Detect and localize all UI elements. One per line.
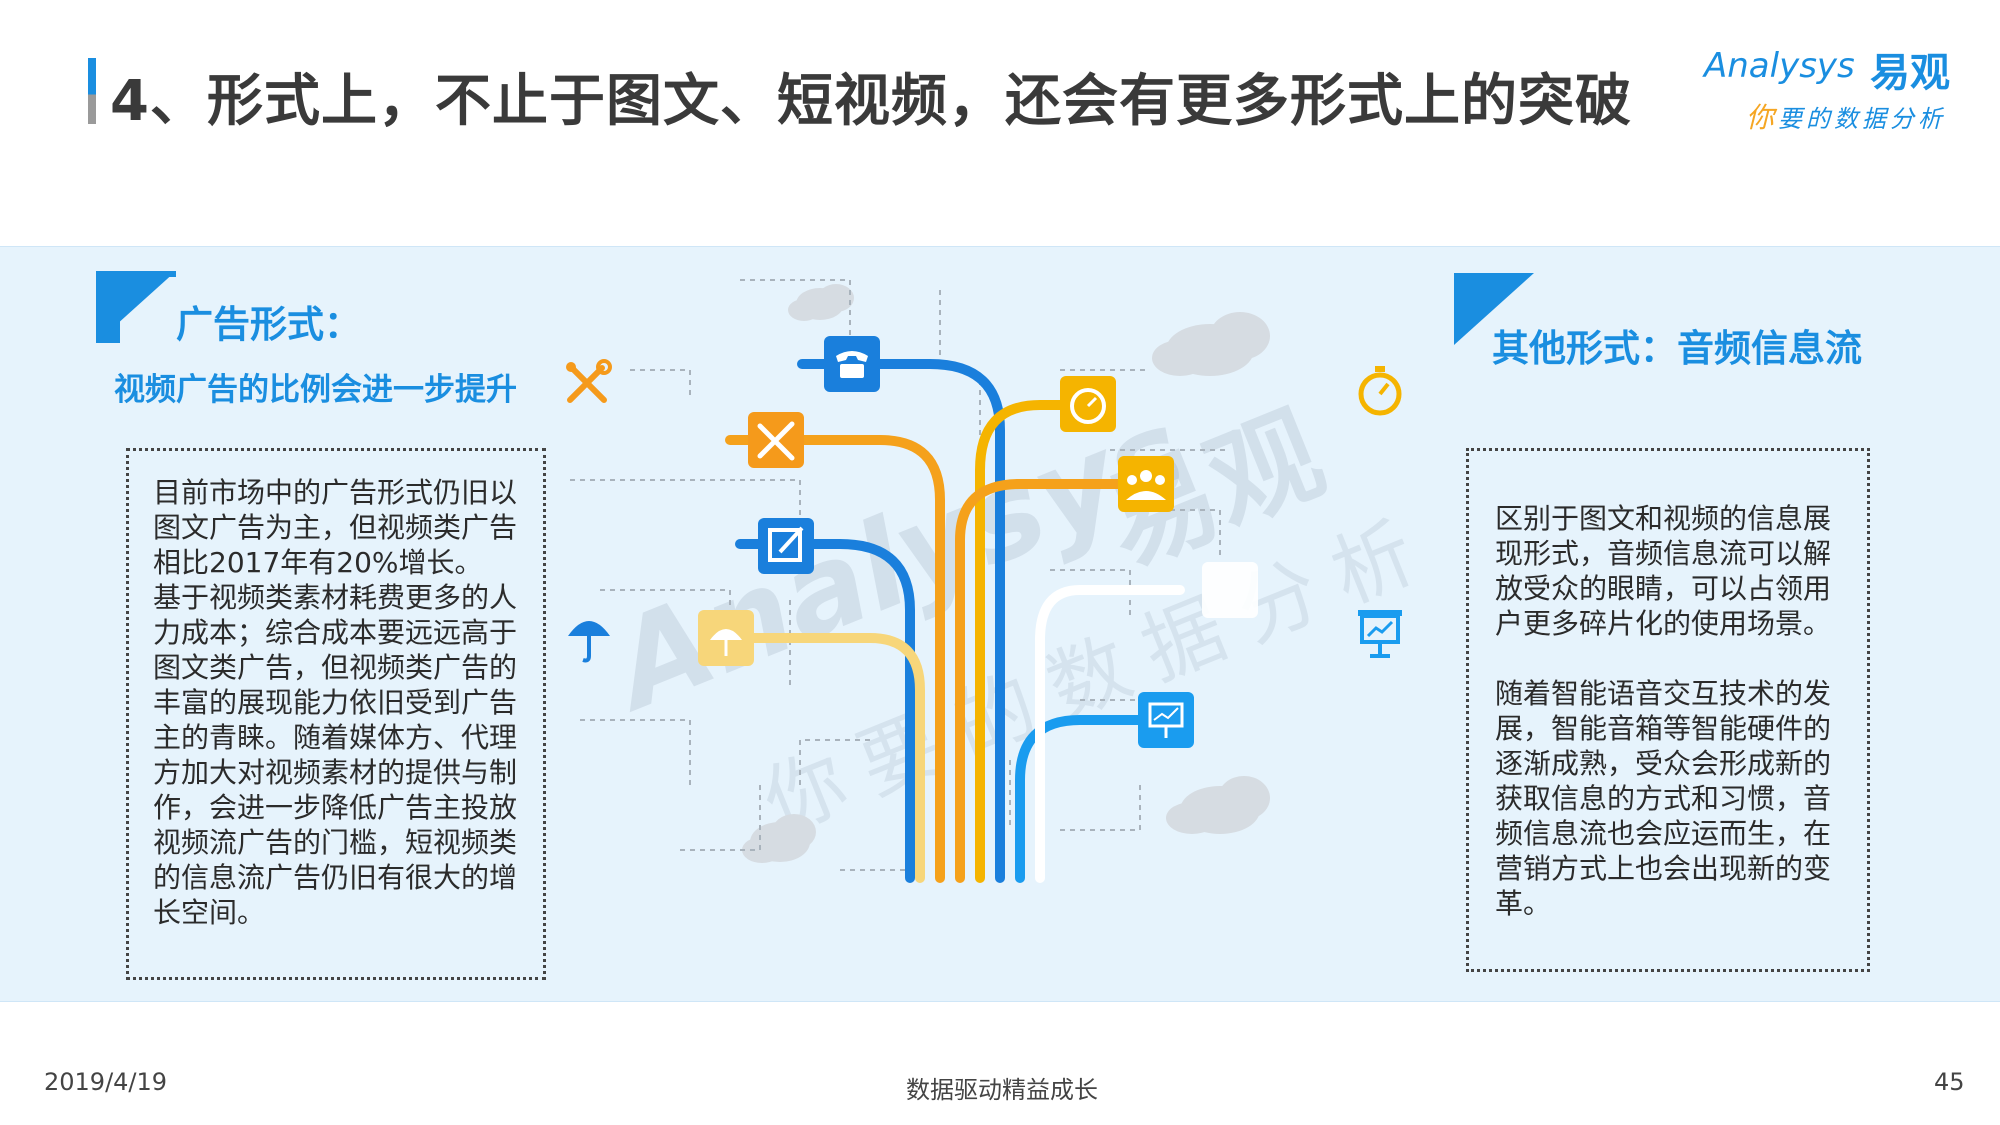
edit-icon [758,518,814,574]
logo-brand-cn: 易观 [1870,50,1950,96]
tree-branches [721,359,1185,883]
footer-date: 2019/4/19 [44,1068,168,1096]
right-section-heading: 其他形式：音频信息流 [1492,327,1862,370]
corner-bracket-icon [1454,273,1534,345]
page-number: 45 [1934,1068,1965,1096]
blank-node [1202,562,1258,618]
branch-white-highlight [1035,585,1185,883]
cloud-shapes [742,284,1270,863]
cloud-top-right [1152,312,1270,376]
cloud-bottom-left [742,814,816,863]
phone-icon [824,336,880,392]
branch-orange-tools [725,435,945,883]
cloud-top-left [788,284,854,321]
right-text-box: 区别于图文和视频的信息展现形式，音频信息流可以解放受众的眼睛，可以占领用户更多碎… [1466,448,1870,972]
group-icon [1118,456,1174,512]
logo-tagline-rest: 要的数据分析 [1778,105,1947,133]
umbrella-icon [568,621,610,663]
branch-yellow-stopwatch [975,400,1085,883]
footer-slogan: 数据驱动精益成长 [906,1076,1098,1104]
right-paragraph-1: 区别于图文和视频的信息展现形式，音频信息流可以解放受众的眼睛，可以占领用户更多碎… [1495,502,1832,640]
left-section-heading: 广告形式： [176,303,361,346]
corner-bracket-icon [96,271,176,343]
title-accent-bar [88,58,96,124]
umbrella-icon [698,610,754,666]
logo-tagline: 你要的数据分析 [1746,96,1946,136]
left-paragraph-2: 基于视频类素材耗费更多的人力成本；综合成本要远远高于图文类广告，但视频类广告的丰… [153,581,518,929]
left-text-box: 目前市场中的广告形式仍旧以图文广告为主，但视频类广告相比2017年有20%增长。… [126,448,546,980]
logo-brand-en: Analysys [1704,46,1855,86]
logo-tagline-first: 你 [1746,101,1779,134]
left-paragraph-1: 目前市场中的广告形式仍旧以图文广告为主，但视频类广告相比2017年有20%增长。 [153,476,518,579]
tools-icon [566,359,612,403]
right-paragraph-2: 随着智能语音交互技术的发展，智能音箱等智能硬件的逐渐成熟，受众会形成新的获取信息… [1495,677,1832,920]
page-title: 4、形式上，不止于图文、短视频，还会有更多形式上的突破 [110,69,1632,134]
stopwatch-icon [1060,376,1116,432]
tools-icon [748,412,804,468]
branch-pale-umbrella [721,633,925,883]
stopwatch-icon [1358,366,1402,416]
brand-logo: Analysys 易观 你要的数据分析 [1700,46,1960,136]
branch-orange-group [955,479,1123,883]
branch-blue-edit [735,539,915,883]
growth-tree-illustration [570,279,1270,883]
cloud-bottom-right [1166,776,1270,834]
presentation-icon [1358,610,1402,658]
left-section-subheading: 视频广告的比例会进一步提升 [114,372,517,408]
presentation-icon [1138,692,1194,748]
